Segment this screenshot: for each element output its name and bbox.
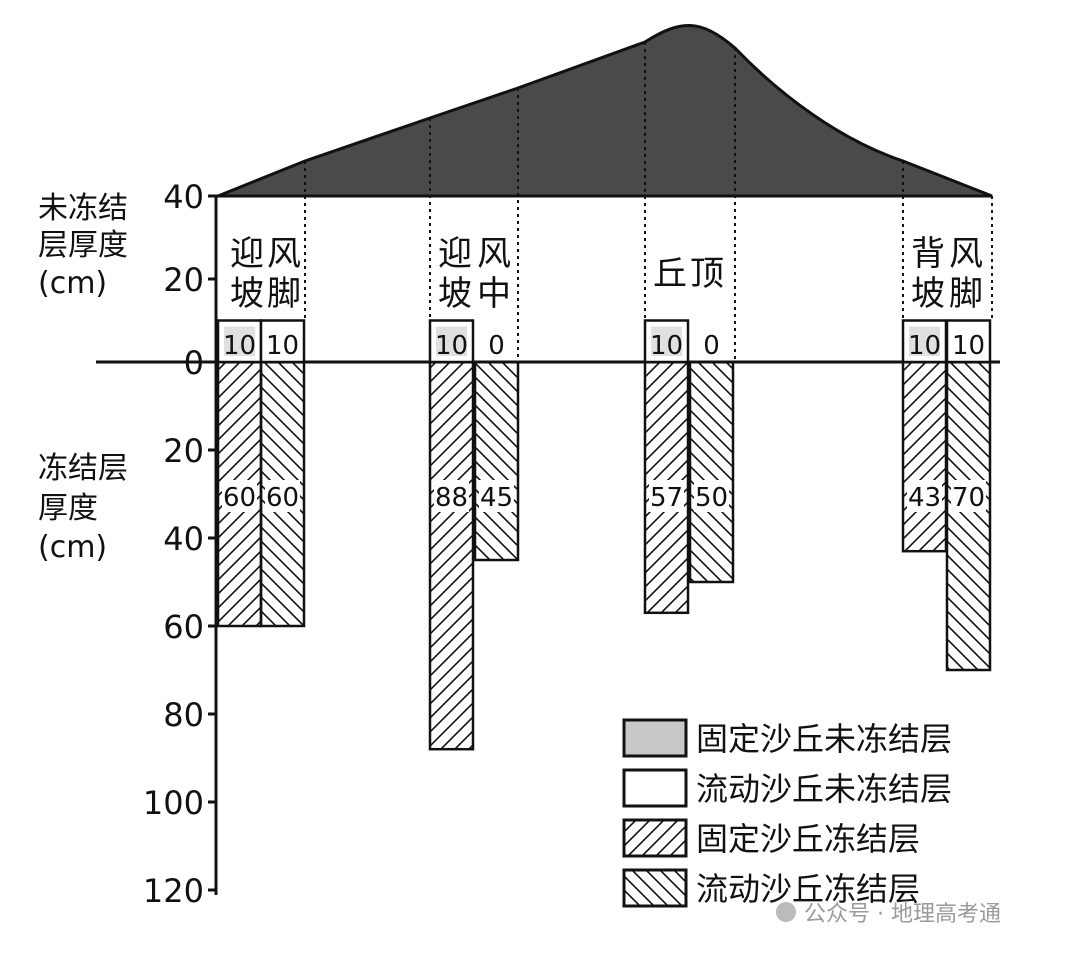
bar-label-unfrozen-mobile-3: 0 <box>703 331 720 361</box>
bar-label-bg-frozen-mobile-4 <box>951 480 986 512</box>
pos1-char3: 坡 <box>230 274 264 314</box>
upper-axis-title-line1: 未冻结 <box>38 191 128 226</box>
bar-label-unfrozen-fixed-4: 10 <box>908 331 941 361</box>
tick-label-lower-80: 80 <box>163 696 204 734</box>
pos2-char1: 迎 <box>438 234 472 274</box>
bar-label-frozen-fixed-2: 88 <box>435 483 468 513</box>
bar-unfrozen-mobile-1 <box>259 319 306 364</box>
bars <box>216 319 992 751</box>
bar-label-bg-frozen-mobile-3 <box>694 480 729 512</box>
pos1-char2: 风 <box>267 234 301 274</box>
legend-label-fixed-unfrozen: 固定沙丘未冻结层 <box>696 720 952 758</box>
position-labels: 迎 风 坡 脚 迎 风 坡 中 丘 顶 背 风 坡 脚 <box>230 234 983 314</box>
bar-unfrozen-fixed-fill-4 <box>909 326 940 356</box>
bar-frozen-mobile-2 <box>473 360 520 562</box>
legend-swatch-mobile-frozen <box>622 868 688 908</box>
upper-axis-title-line3: (cm) <box>38 266 107 301</box>
upper-axis-title: 未冻结 层厚度 (cm) <box>38 191 128 301</box>
y-ticks <box>208 194 216 892</box>
y-tick-labels: 40 20 0 20 40 60 80 100 120 <box>143 178 204 910</box>
legend-swatch-fixed-unfrozen <box>622 718 688 758</box>
bar-label-bg-frozen-fixed-2 <box>434 480 469 512</box>
pos4-char2: 风 <box>949 234 983 274</box>
bar-label-frozen-mobile-3: 50 <box>695 483 728 513</box>
tick-label-lower-120: 120 <box>143 872 204 910</box>
dune-profile <box>217 24 993 198</box>
upper-axis-title-line2: 层厚度 <box>38 228 128 263</box>
tick-label-lower-60: 60 <box>163 608 204 646</box>
pos1-char1: 迎 <box>230 234 264 274</box>
bar-label-bg-frozen-fixed-4 <box>907 480 942 512</box>
bar-unfrozen-fixed-fill-3 <box>651 326 682 356</box>
bar-unfrozen-fixed-fill-2 <box>436 326 467 356</box>
pos4-char4: 脚 <box>949 274 983 314</box>
bar-label-frozen-mobile-4: 70 <box>952 483 985 513</box>
tick-label-lower-20: 20 <box>163 432 204 470</box>
watermark-text: 公众号 · 地理高考通 <box>804 902 1001 927</box>
bar-unfrozen-mobile-4 <box>945 319 992 364</box>
bar-value-labels: 60 60 10 10 88 45 10 0 57 50 10 0 43 70 10 10 <box>222 331 986 513</box>
lower-axis-title-line2: 厚度 <box>38 491 98 526</box>
bar-label-unfrozen-mobile-2: 0 <box>488 331 505 361</box>
bar-label-unfrozen-fixed-2: 10 <box>435 331 468 361</box>
pos4-char1: 背 <box>911 234 945 274</box>
tick-label-upper-20: 20 <box>163 261 204 299</box>
pos2-char4: 中 <box>477 274 511 314</box>
pos2-char2: 风 <box>477 234 511 274</box>
bar-frozen-mobile-3 <box>688 360 735 584</box>
pos4-char3: 坡 <box>911 274 945 314</box>
bar-frozen-mobile-4 <box>945 360 992 672</box>
legend: 固定沙丘未冻结层 流动沙丘未冻结层 固定沙丘冻结层 流动沙丘冻结层 <box>622 718 952 908</box>
bar-label-unfrozen-mobile-4: 10 <box>952 331 985 361</box>
tick-label-lower-40: 40 <box>163 520 204 558</box>
guide-lines <box>304 42 993 360</box>
pos3-char2: 顶 <box>690 254 724 294</box>
tick-label-upper-0: 0 <box>184 344 204 382</box>
bar-label-frozen-mobile-1: 60 <box>266 483 299 513</box>
lower-axis-title-line1: 冻结层 <box>38 451 128 486</box>
tick-label-upper-40: 40 <box>163 178 204 216</box>
bar-unfrozen-fixed-fill-1 <box>224 326 255 356</box>
bar-label-frozen-fixed-4: 43 <box>908 483 941 513</box>
bar-label-unfrozen-fixed-3: 10 <box>650 331 683 361</box>
bar-label-frozen-mobile-2: 45 <box>480 483 513 513</box>
bar-label-unfrozen-mobile-1: 10 <box>266 331 299 361</box>
legend-label-mobile-frozen: 流动沙丘冻结层 <box>696 870 920 908</box>
watermark: 公众号 · 地理高考通 <box>776 902 1001 927</box>
bar-label-bg-frozen-fixed-3 <box>649 480 684 512</box>
lower-axis-title: 冻结层 厚度 (cm) <box>38 451 128 565</box>
bar-label-bg-frozen-mobile-1 <box>265 480 300 512</box>
legend-swatch-fixed-frozen <box>622 818 688 858</box>
legend-swatch-mobile-unfrozen <box>622 768 688 808</box>
tick-label-lower-100: 100 <box>143 784 204 822</box>
bar-label-bg-frozen-fixed-1 <box>222 480 257 512</box>
pos3-char1: 丘 <box>653 254 687 294</box>
bar-frozen-fixed-2 <box>428 360 475 751</box>
pos2-char3: 坡 <box>438 274 472 314</box>
legend-label-mobile-unfrozen: 流动沙丘未冻结层 <box>696 770 952 808</box>
bar-frozen-fixed-4 <box>901 360 948 553</box>
legend-label-fixed-frozen: 固定沙丘冻结层 <box>696 820 920 858</box>
bar-label-bg-frozen-mobile-2 <box>479 480 514 512</box>
lower-axis-title-line3: (cm) <box>38 530 107 565</box>
pos1-char4: 脚 <box>267 274 301 314</box>
bar-label-unfrozen-fixed-1: 10 <box>223 331 256 361</box>
bar-label-frozen-fixed-1: 60 <box>223 483 256 513</box>
bar-label-frozen-fixed-3: 57 <box>650 483 683 513</box>
wechat-icon <box>776 902 796 922</box>
